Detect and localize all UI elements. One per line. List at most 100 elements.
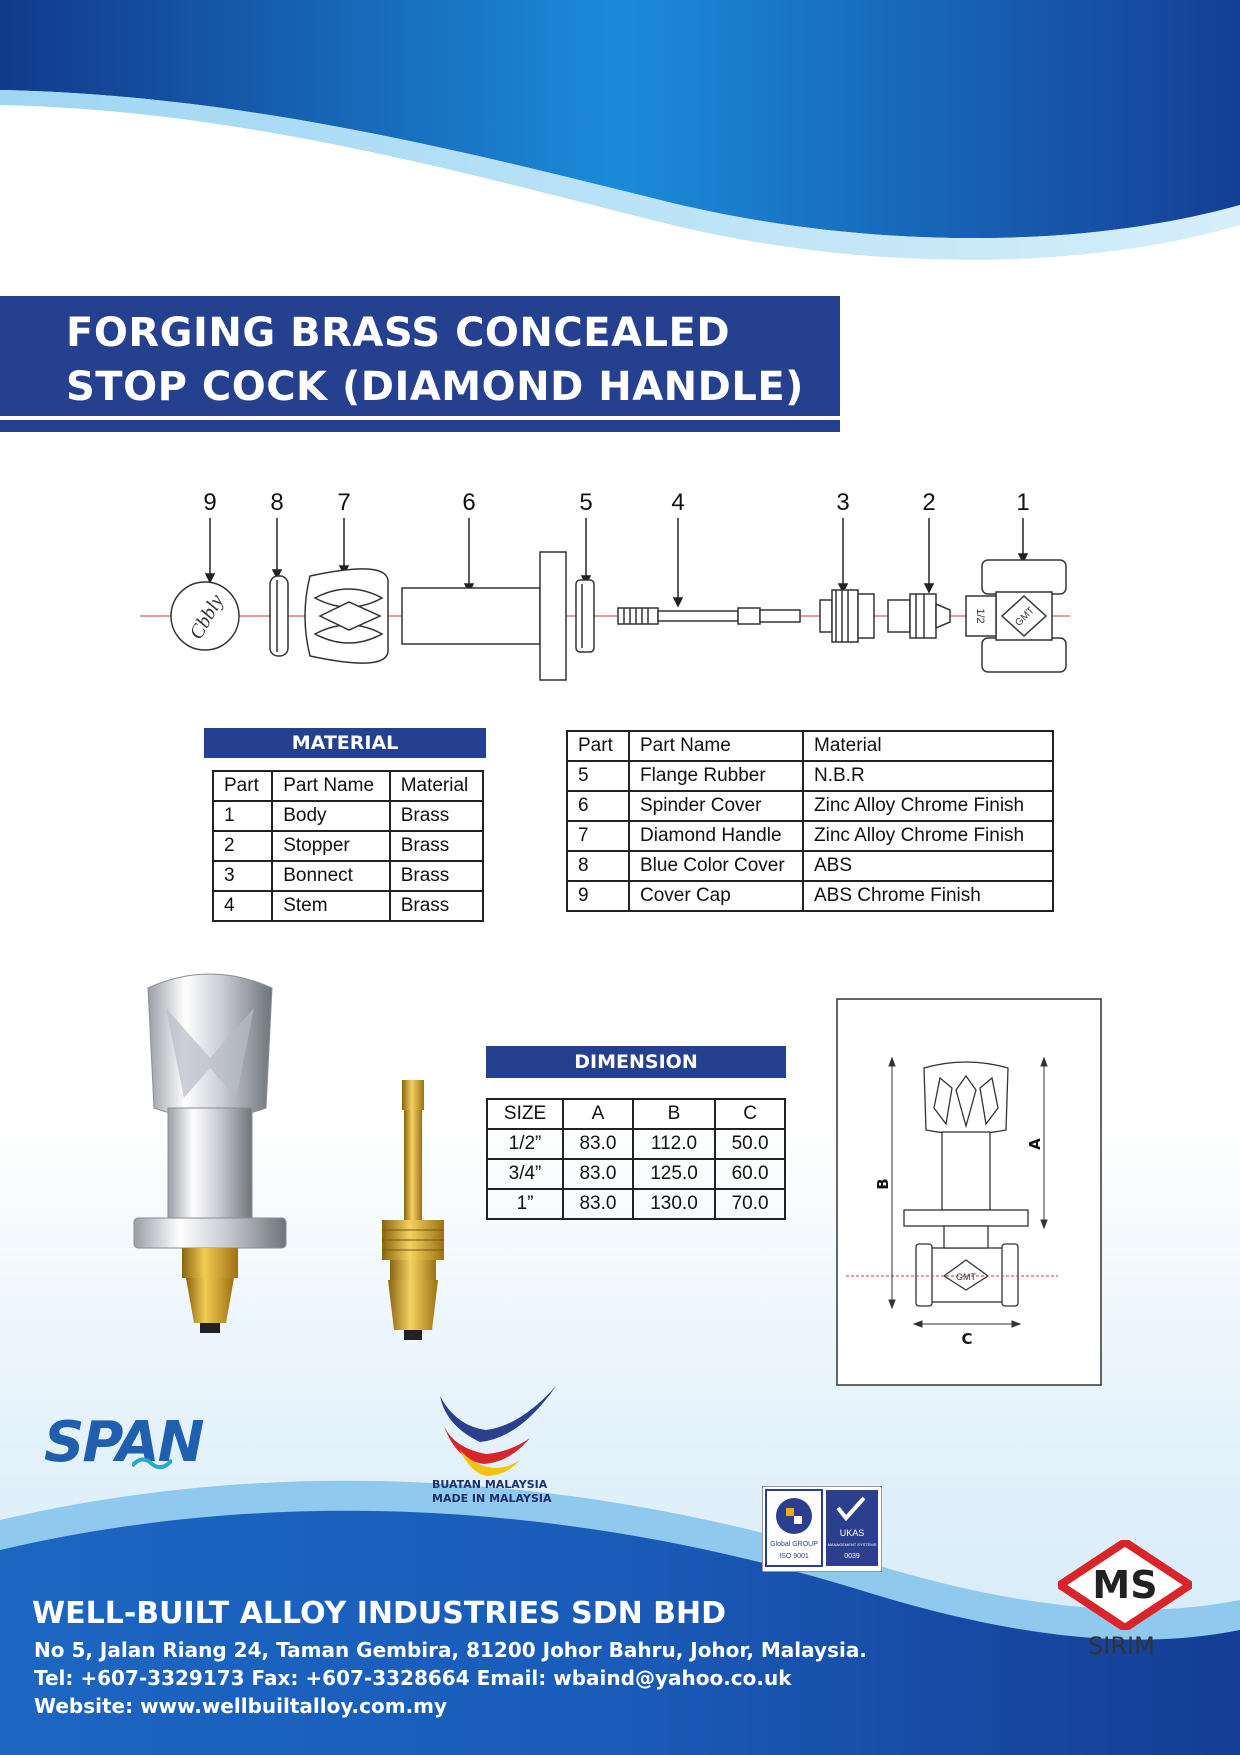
cell-a: 83.0 [562, 1158, 634, 1190]
table-row: 8 Blue Color Cover ABS [566, 850, 1054, 882]
cell-part-name: Diamond Handle [628, 820, 804, 852]
company-website: Website: www.wellbuiltalloy.com.my [34, 1694, 448, 1718]
column-header: Part Name [271, 770, 391, 802]
drawing-brand-mark: GMT [956, 1272, 976, 1282]
span-logo: SPAN [44, 1410, 204, 1475]
title-line-2: STOP COCK (DIAMOND HANDLE) [66, 364, 804, 410]
table-row: 1 Body Brass [211, 800, 485, 832]
cell-c: 60.0 [714, 1158, 786, 1190]
table-row: 9 Cover Cap ABS Chrome Finish [566, 880, 1054, 912]
cert-left-top: Global GROUP [770, 1541, 818, 1548]
column-header: SIZE [485, 1098, 565, 1130]
column-header: Material [802, 730, 1054, 762]
cell-part: 5 [566, 760, 630, 792]
span-logo-wave-icon [132, 1457, 172, 1470]
cell-material: Zinc Alloy Chrome Finish [802, 790, 1054, 822]
column-header: Part [566, 730, 630, 762]
dimension-table: SIZE A B C 1/2” 83.0 112.0 50.0 3/4” 83.… [485, 1098, 786, 1220]
column-header: Part Name [628, 730, 804, 762]
cell-size: 3/4” [485, 1158, 565, 1190]
cell-size: 1/2” [485, 1128, 565, 1160]
title-line-1: FORGING BRASS CONCEALED [66, 310, 731, 356]
body-size-mark: 1/2 [974, 608, 986, 623]
table-header-row: SIZE A B C [485, 1098, 786, 1130]
column-header: Material [388, 770, 485, 802]
dimension-header: DIMENSION [486, 1046, 786, 1078]
table-row: 4 Stem Brass [211, 890, 485, 922]
made-in-malaysia-logo-icon [440, 1386, 556, 1476]
cell-part-name: Blue Color Cover [628, 850, 804, 882]
cell-material: ABS Chrome Finish [802, 880, 1054, 912]
cell-part: 4 [211, 890, 274, 922]
cell-part-name: Spinder Cover [628, 790, 804, 822]
dimension-label-c: C [961, 1330, 972, 1348]
part-number-4: 4 [671, 489, 684, 516]
cell-part: 6 [566, 790, 630, 822]
page-title: FORGING BRASS CONCEALED STOP COCK (DIAMO… [66, 306, 804, 414]
dimension-drawing: A B C GMT [836, 998, 1102, 1386]
table-row: 6 Spinder Cover Zinc Alloy Chrome Finish [566, 790, 1054, 822]
cell-b: 130.0 [631, 1188, 717, 1220]
sirim-ms-mark: MS [1092, 1563, 1157, 1607]
table-row: 3 Bonnect Brass [211, 860, 485, 892]
part-number-3: 3 [836, 489, 849, 516]
made-line-1: BUATAN MALAYSIA [432, 1478, 548, 1491]
cell-a: 83.0 [562, 1188, 634, 1220]
part-number-2: 2 [922, 489, 935, 516]
part-number-5: 5 [579, 489, 592, 516]
cell-part-name: Flange Rubber [628, 760, 804, 792]
material-table-parts-1-4: Part Part Name Material 1 Body Brass 2 S… [211, 770, 485, 922]
made-in-malaysia-text: BUATAN MALAYSIA MADE IN MALAYSIA [432, 1478, 552, 1506]
made-line-2: MADE IN MALAYSIA [432, 1492, 552, 1505]
cell-c: 50.0 [714, 1128, 786, 1160]
cell-part: 8 [566, 850, 630, 882]
product-photo-brass-stem [382, 1080, 444, 1340]
table-row: 5 Flange Rubber N.B.R [566, 760, 1054, 792]
column-header: B [631, 1098, 717, 1130]
company-contact: Tel: +607-3329173 Fax: +607-3328664 Emai… [34, 1666, 792, 1690]
cert-right-bottom: 0039 [844, 1553, 860, 1560]
cell-part-name: Stopper [271, 830, 391, 862]
cell-material: Brass [388, 830, 485, 862]
cell-part-name: Bonnect [271, 860, 391, 892]
table-header-row: Part Part Name Material [566, 730, 1054, 762]
product-photo-assembled-stopcock [133, 973, 287, 1333]
dimension-label-b: B [874, 1178, 892, 1189]
cell-material: Brass [388, 800, 485, 832]
column-header: A [562, 1098, 634, 1130]
material-header: MATERIAL [204, 728, 486, 758]
cert-right-mid: MANAGEMENT SYSTEMS [828, 1542, 877, 1547]
exploded-parts-diagram: 9 8 7 6 5 4 3 2 1 [140, 489, 1070, 681]
cell-material: Brass [388, 890, 485, 922]
cell-b: 125.0 [631, 1158, 717, 1190]
part-number-8: 8 [270, 489, 283, 516]
sirim-ms-logo-icon: MS [1058, 1540, 1192, 1630]
title-banner [0, 296, 840, 416]
cell-part: 9 [566, 880, 630, 912]
column-header: C [714, 1098, 786, 1130]
cell-part: 7 [566, 820, 630, 852]
cell-material: ABS [802, 850, 1054, 882]
cell-part: 1 [211, 800, 274, 832]
part-number-9: 9 [203, 489, 216, 516]
company-name: WELL-BUILT ALLOY INDUSTRIES SDN BHD [32, 1596, 727, 1631]
table-row: 7 Diamond Handle Zinc Alloy Chrome Finis… [566, 820, 1054, 852]
cell-material: N.B.R [802, 760, 1054, 792]
sirim-label: SIRIM [1088, 1632, 1155, 1660]
part-number-7: 7 [337, 489, 350, 516]
cell-material: Zinc Alloy Chrome Finish [802, 820, 1054, 852]
certification-logos: Global GROUP ISO 9001 UKAS MANAGEMENT SY… [762, 1486, 882, 1572]
cell-c: 70.0 [714, 1188, 786, 1220]
part-number-6: 6 [462, 489, 475, 516]
company-address: No 5, Jalan Riang 24, Taman Gembira, 812… [34, 1638, 867, 1662]
cert-left-bottom: ISO 9001 [779, 1553, 809, 1560]
cell-size: 1” [485, 1188, 565, 1220]
table-row: 1” 83.0 130.0 70.0 [485, 1188, 786, 1220]
cell-part-name: Body [271, 800, 391, 832]
cell-part-name: Cover Cap [628, 880, 804, 912]
part-number-1: 1 [1016, 489, 1029, 516]
cell-material: Brass [388, 860, 485, 892]
cell-part-name: Stem [271, 890, 391, 922]
cell-part: 3 [211, 860, 274, 892]
table-header-row: Part Part Name Material [211, 770, 485, 802]
